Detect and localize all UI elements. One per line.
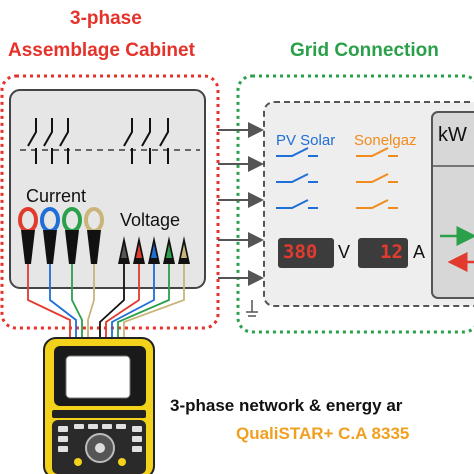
current-clamp — [84, 207, 104, 264]
pv-switches — [276, 147, 318, 209]
probe-wire — [111, 264, 155, 340]
kw-block — [431, 111, 474, 299]
clamp-wire — [87, 264, 95, 340]
voltage-probe — [148, 236, 160, 264]
current-clamp — [62, 207, 82, 264]
current-clamps — [18, 207, 104, 264]
voltage-probes — [118, 236, 190, 264]
current-clamp — [18, 207, 38, 264]
measurement-wires — [27, 264, 185, 340]
cabinet-body — [9, 89, 206, 289]
current-value: 12 — [380, 241, 403, 263]
sonelgaz-switches — [356, 147, 398, 209]
footer-line1: 3-phase network & energy ar — [170, 396, 403, 415]
probe-wire — [123, 264, 185, 340]
pv-solar-label: PV Solar — [276, 132, 336, 149]
analyzer-device — [43, 337, 155, 474]
cabinet-title-line1: 3-phase — [70, 8, 142, 29]
voltage-display — [278, 238, 334, 268]
cabinet-frame — [0, 74, 220, 330]
voltage-probe — [118, 236, 130, 264]
grid-frame — [236, 74, 474, 334]
probe-wire — [105, 264, 140, 340]
voltage-label: Voltage — [120, 210, 181, 230]
grid-title: Grid Connection — [290, 40, 439, 61]
clamp-wire — [71, 264, 83, 340]
current-unit: A — [413, 242, 426, 262]
cabinet-title-line2: Assemblage Cabinet — [8, 40, 195, 61]
connection-arrows — [218, 122, 264, 286]
probe-wire — [117, 264, 170, 340]
clamp-wire — [49, 264, 77, 340]
current-display — [358, 238, 408, 268]
breaker-switches — [20, 118, 200, 164]
sonelgaz-label: Sonelgaz — [354, 132, 417, 149]
voltage-probe — [178, 236, 190, 264]
current-label: Current — [26, 186, 87, 206]
voltage-value: 380 — [283, 241, 318, 263]
kw-label: kW — [438, 124, 467, 146]
voltage-probe — [133, 236, 145, 264]
voltage-unit: V — [338, 242, 351, 262]
current-clamp — [40, 207, 60, 264]
voltage-probe — [163, 236, 175, 264]
clamp-wire — [27, 264, 71, 340]
probe-wire — [99, 264, 125, 340]
footer-line2: QualiSTAR+ C.A 8335 — [236, 424, 410, 443]
